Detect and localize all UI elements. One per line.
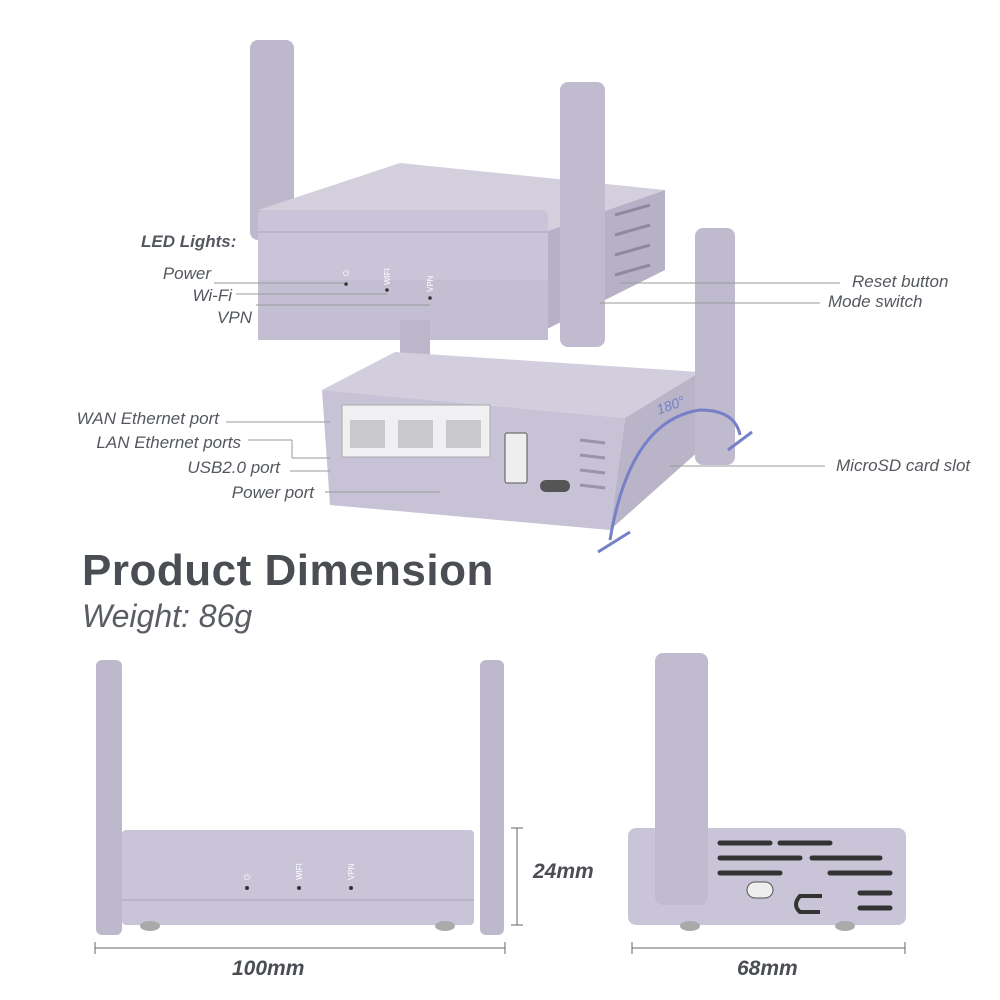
front-view: ⏻ WIFI VPN xyxy=(94,660,523,954)
device-wifi-label: WIFI xyxy=(383,268,392,285)
depth-dimension: 68mm xyxy=(737,957,798,980)
antenna-right xyxy=(560,82,605,347)
label-power-led: Power xyxy=(162,264,211,283)
svg-text:VPN: VPN xyxy=(347,863,356,880)
side-view xyxy=(628,653,906,954)
antenna-left xyxy=(250,40,294,240)
label-power-port: Power port xyxy=(231,483,314,502)
label-vpn-led: VPN xyxy=(217,308,252,327)
label-mode-switch: Mode switch xyxy=(828,292,923,311)
svg-text:WIFI: WIFI xyxy=(295,863,304,880)
usbc-power-port xyxy=(540,480,570,492)
svg-text:⏻: ⏻ xyxy=(244,873,251,882)
weight-label: Weight: 86g xyxy=(82,598,253,634)
height-dimension: 24mm xyxy=(533,860,594,883)
svg-text:⏻: ⏻ xyxy=(343,269,350,278)
rotation-arrow xyxy=(608,408,742,541)
label-usb-port: USB2.0 port xyxy=(187,458,280,477)
device-vpn-label: VPN xyxy=(426,275,435,292)
router-ports-view xyxy=(322,228,753,554)
antenna-rotating xyxy=(695,228,735,465)
usb-port xyxy=(504,432,528,484)
label-wifi-led: Wi-Fi xyxy=(192,286,233,305)
product-dimension-title: Product Dimension xyxy=(82,546,494,595)
label-microsd-slot: MicroSD card slot xyxy=(836,456,971,475)
label-lan-ports: LAN Ethernet ports xyxy=(96,433,241,452)
label-reset-button: Reset button xyxy=(852,272,949,291)
router-top-view: ⏻ WIFI VPN xyxy=(250,40,665,347)
leader-lines xyxy=(214,282,840,493)
led-lights-heading: LED Lights: xyxy=(141,232,237,251)
label-wan-port: WAN Ethernet port xyxy=(76,409,219,428)
width-dimension: 100mm xyxy=(232,957,305,980)
